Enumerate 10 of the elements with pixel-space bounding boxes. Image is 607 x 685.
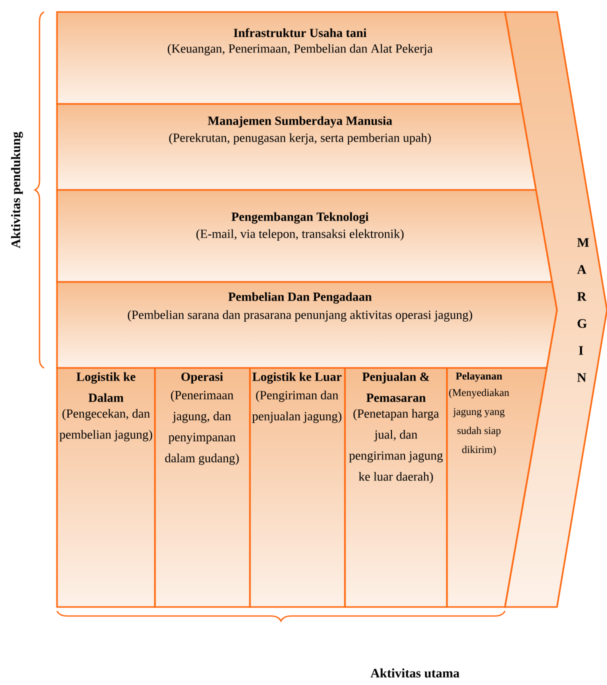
support-activity-band: Pengembangan Teknologi (E-mail, via telepon, transaksi elektronik) (56, 189, 554, 283)
primary-activity-column: Logistik ke Luar (Pengiriman dan penjualan jagung) (249, 367, 346, 608)
side-label: Aktivitas pendukung (11, 132, 23, 248)
support-activity-band: Infrastruktur Usaha tani (Keuangan, Penerimaan, Pembelian dan Alat Pekerja (56, 11, 522, 105)
primary-activity-column: Logistik ke Dalam (Pengecekan, dan pembelian jagung) (56, 367, 156, 608)
primary-activity-column: Operasi (Penerimaan jagung, dan penyimpanan dalam gudang) (154, 367, 251, 608)
primary-activity-column: Penjualan & Pemasaran (Penetapan harga jual, dan pengiriman jagung ke luar daerah) (344, 367, 448, 608)
bottom-label: Aktivitas utama (370, 668, 460, 678)
support-activity-band: Pembelian Dan Pengadaan (Pembelian sarana dan prasarana penunjang aktivitas operasi jagung) (56, 281, 558, 369)
support-activity-band: Manajemen Sumberdaya Manusia (Perekrutan, penugasan kerja, serta pemberian upah) (56, 103, 538, 191)
